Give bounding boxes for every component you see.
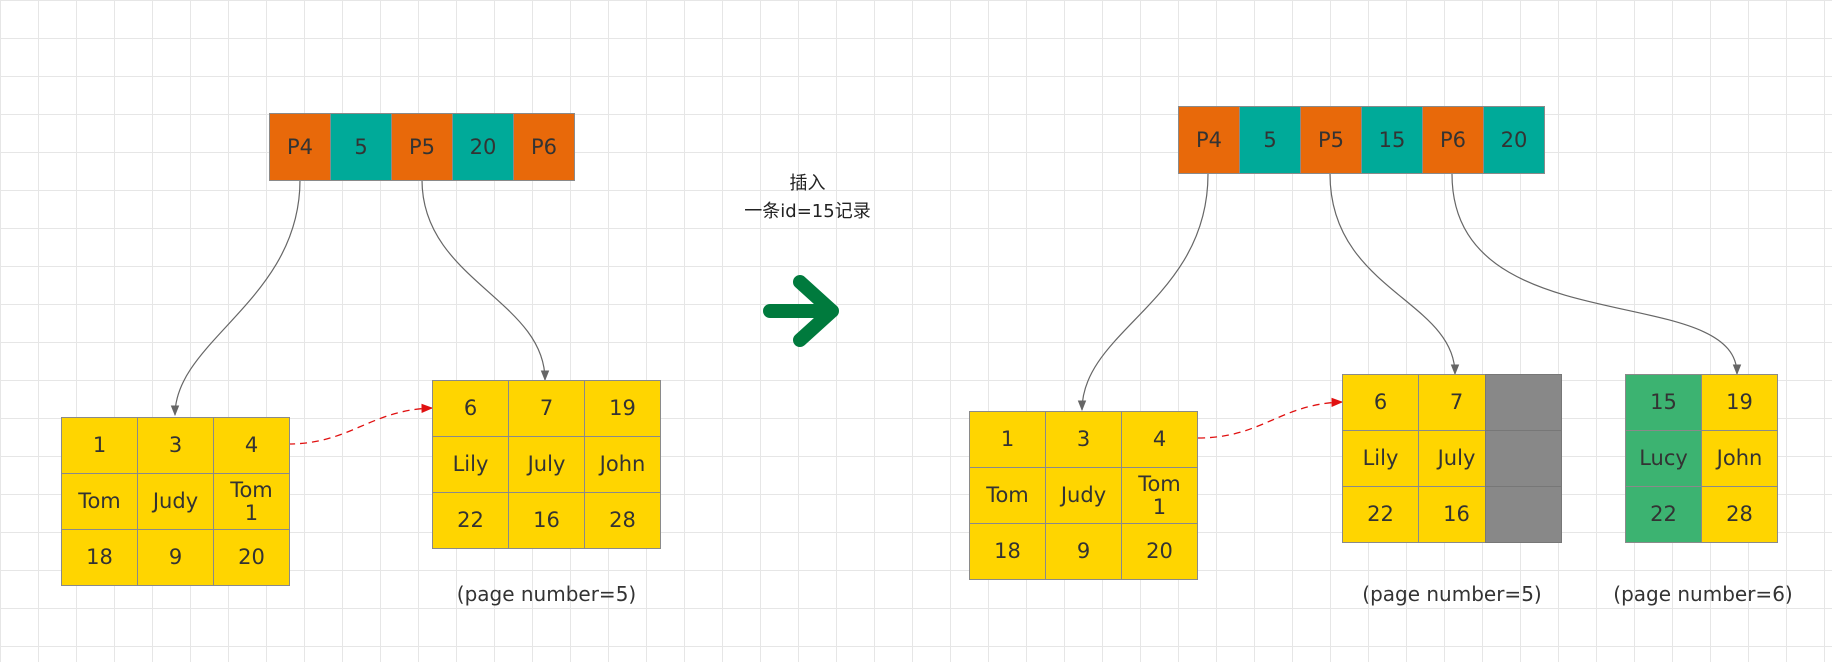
- pointer-cell: P4: [269, 113, 331, 181]
- id-cell: 3: [1045, 411, 1122, 468]
- age-cell: 28: [584, 492, 661, 549]
- name-cell: Tom 1: [213, 473, 290, 530]
- age-cell: 20: [213, 529, 290, 586]
- age-cell: 20: [1121, 523, 1198, 580]
- id-cell: 7: [1418, 374, 1495, 431]
- id-cell: 1: [969, 411, 1046, 468]
- age-cell-new: 22: [1625, 486, 1702, 543]
- name-cell: Tom: [61, 473, 138, 530]
- pointer-edge-p5-before: [421, 179, 550, 382]
- name-cell: Lily: [1342, 430, 1419, 487]
- sibling-link-after: [1197, 397, 1344, 439]
- freed-slot-cell: [1485, 374, 1562, 431]
- key-cell: 5: [330, 113, 392, 181]
- age-cell: 28: [1701, 486, 1778, 543]
- id-cell: 6: [1342, 374, 1419, 431]
- name-cell: John: [584, 436, 661, 493]
- pointer-cell: P4: [1178, 106, 1240, 174]
- name-cell: July: [508, 436, 585, 493]
- id-cell: 4: [1121, 411, 1198, 468]
- age-cell: 22: [1342, 486, 1419, 543]
- insert-note-line1: 插入: [789, 173, 826, 194]
- id-cell: 19: [1701, 374, 1778, 431]
- key-cell: 20: [452, 113, 514, 181]
- key-cell: 20: [1483, 106, 1545, 174]
- page-caption: (page number=6): [1613, 582, 1793, 606]
- transition-arrow-icon: [763, 275, 839, 347]
- pointer-cell: P6: [1422, 106, 1484, 174]
- name-cell-new: Lucy: [1625, 430, 1702, 487]
- pointer-edge-p5-after: [1329, 173, 1460, 376]
- name-cell: Lily: [432, 436, 509, 493]
- pointer-edge-p4-after: [1077, 173, 1209, 412]
- id-cell: 19: [584, 380, 661, 437]
- name-cell: Judy: [137, 473, 214, 530]
- name-cell: Tom: [969, 467, 1046, 524]
- insert-note-line2: 一条id=15记录: [744, 201, 871, 222]
- pointer-edge-p6-after: [1451, 173, 1742, 376]
- insert-note: 插入 一条id=15记录: [700, 170, 915, 226]
- name-cell: Tom 1: [1121, 467, 1198, 524]
- age-cell: 9: [1045, 523, 1122, 580]
- name-cell: Judy: [1045, 467, 1122, 524]
- pointer-cell: P5: [391, 113, 453, 181]
- sibling-link-before: [287, 403, 434, 445]
- age-cell: 16: [508, 492, 585, 549]
- id-cell: 1: [61, 417, 138, 474]
- age-cell: 16: [1418, 486, 1495, 543]
- age-cell: 9: [137, 529, 214, 586]
- name-cell: July: [1418, 430, 1495, 487]
- page-caption: (page number=5): [1362, 582, 1542, 606]
- id-cell: 4: [213, 417, 290, 474]
- pointer-edge-p4-before: [170, 179, 301, 417]
- id-cell-new: 15: [1625, 374, 1702, 431]
- age-cell: 22: [432, 492, 509, 549]
- age-cell: 18: [61, 529, 138, 586]
- freed-slot-cell: [1485, 486, 1562, 543]
- pointer-cell: P6: [513, 113, 575, 181]
- age-cell: 18: [969, 523, 1046, 580]
- id-cell: 3: [137, 417, 214, 474]
- key-cell: 15: [1361, 106, 1423, 174]
- key-cell: 5: [1239, 106, 1301, 174]
- name-cell: John: [1701, 430, 1778, 487]
- pointer-cell: P5: [1300, 106, 1362, 174]
- id-cell: 7: [508, 380, 585, 437]
- page-caption: (page number=5): [456, 582, 637, 606]
- freed-slot-cell: [1485, 430, 1562, 487]
- id-cell: 6: [432, 380, 509, 437]
